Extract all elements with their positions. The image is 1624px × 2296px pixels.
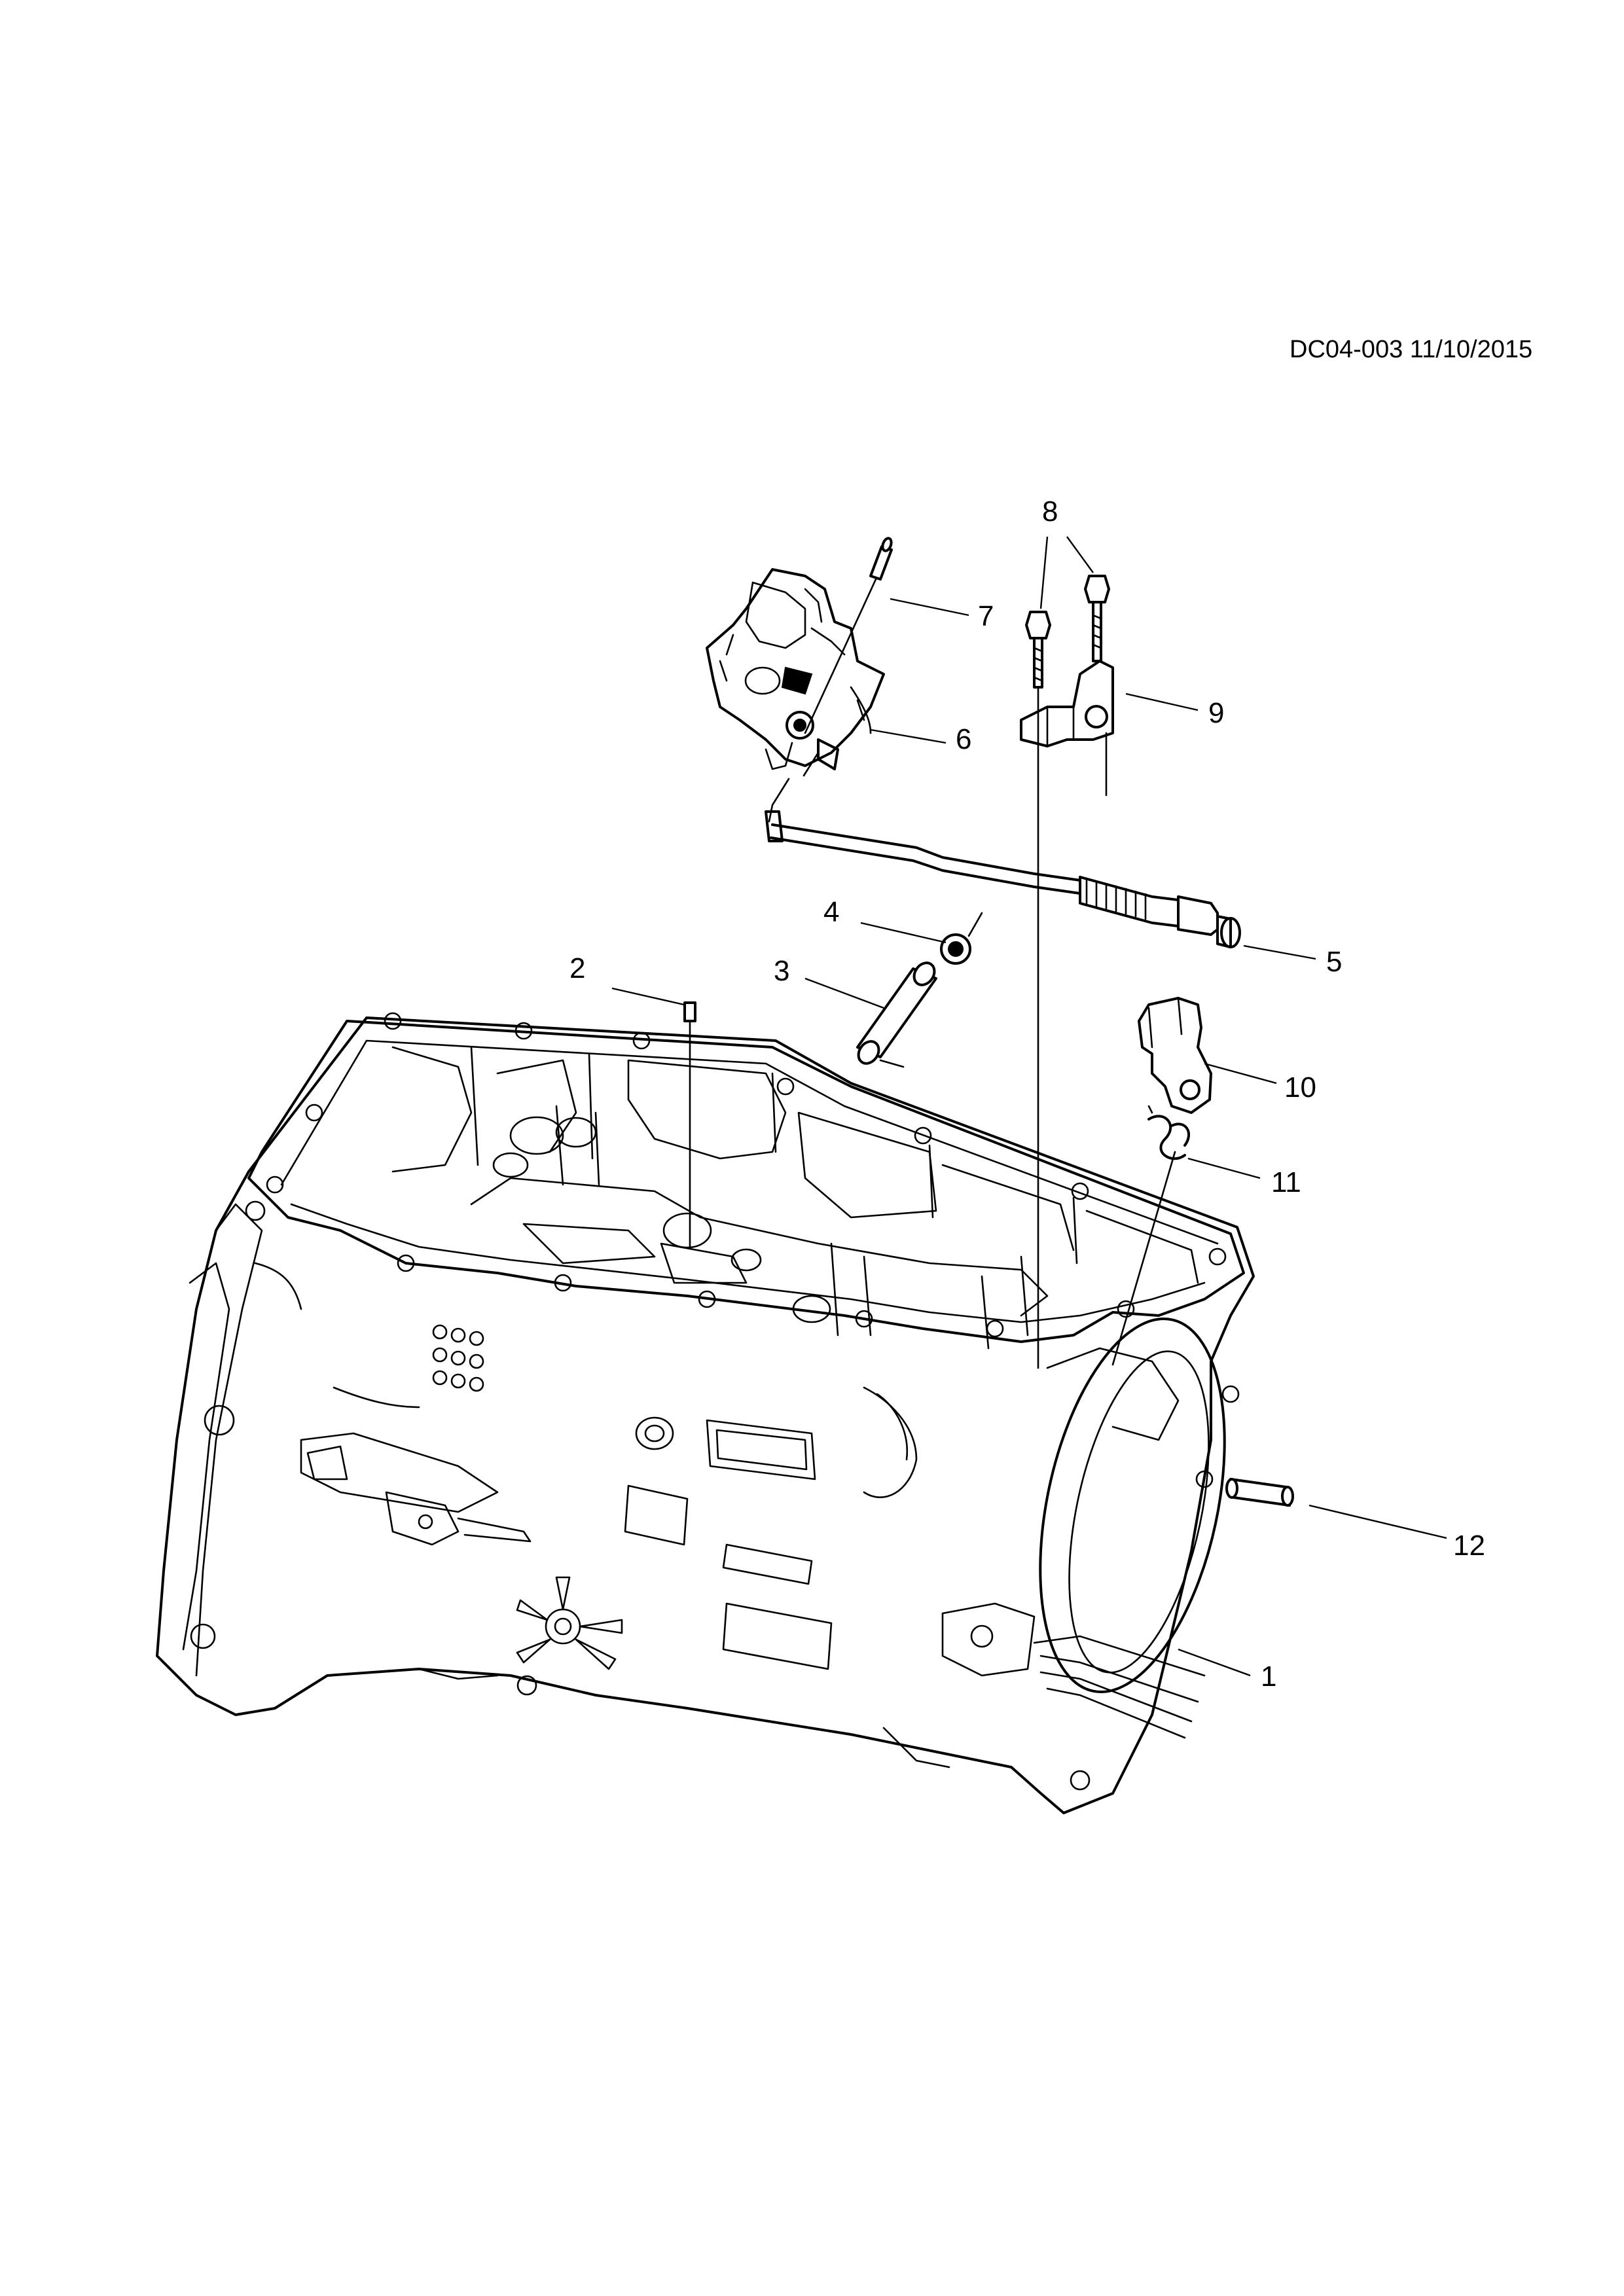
part-4-seal bbox=[940, 912, 983, 965]
callout-10: 10 bbox=[1284, 1071, 1316, 1103]
callout-9: 9 bbox=[1208, 697, 1225, 729]
part-2-pin bbox=[683, 1001, 696, 1248]
callout-7: 7 bbox=[978, 600, 994, 632]
part-5-shift-shaft bbox=[765, 810, 1241, 948]
callout-4: 4 bbox=[823, 896, 840, 928]
callout-11: 11 bbox=[1271, 1166, 1301, 1198]
transmission-case bbox=[156, 1012, 1255, 1814]
callout-3: 3 bbox=[774, 955, 790, 987]
callout-6: 6 bbox=[956, 723, 972, 755]
part-7-pin bbox=[804, 537, 893, 734]
part-6-selector-assembly bbox=[706, 568, 885, 823]
part-8-bolts bbox=[1025, 575, 1110, 1369]
drawing-reference: DC04-003 11/10/2015 bbox=[1290, 336, 1533, 363]
part-9-bracket bbox=[1020, 660, 1114, 797]
part-3-sleeve bbox=[856, 961, 937, 1068]
callout-8: 8 bbox=[1042, 495, 1058, 528]
part-12-dowel bbox=[1225, 1478, 1294, 1507]
leader-lines bbox=[611, 536, 1447, 1677]
callout-5: 5 bbox=[1326, 946, 1343, 978]
part-10-lever bbox=[1138, 997, 1212, 1114]
callout-12: 12 bbox=[1453, 1530, 1485, 1562]
part-11-spring bbox=[1111, 1105, 1190, 1366]
callout-2: 2 bbox=[569, 952, 586, 984]
callout-1: 1 bbox=[1261, 1660, 1277, 1693]
